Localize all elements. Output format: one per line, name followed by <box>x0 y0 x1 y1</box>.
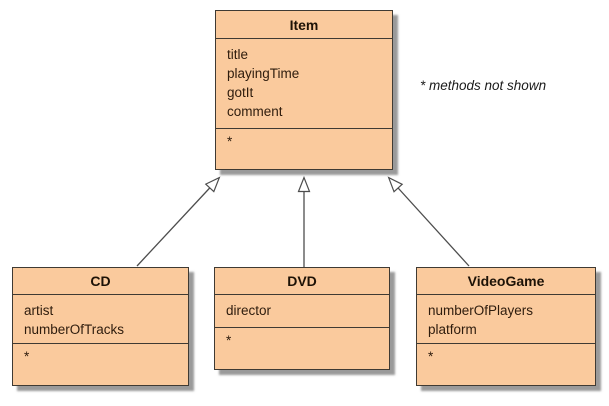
attribute: title <box>227 47 249 62</box>
class-name-item: Item <box>289 16 319 33</box>
attribute: playingTime <box>227 66 300 81</box>
attribute: platform <box>428 322 477 337</box>
attribute: director <box>226 303 272 318</box>
class-videogame-attributes: numberOfPlayers platform <box>417 294 595 343</box>
class-name-cd: CD <box>90 273 111 289</box>
class-box-dvd: DVD director * <box>214 267 390 370</box>
class-cd-methods: * <box>13 343 188 385</box>
methods-placeholder: * <box>227 134 233 149</box>
attribute: comment <box>227 104 283 119</box>
generalization-arrow-videogame-to-item <box>387 176 470 267</box>
attribute: numberOfPlayers <box>428 303 534 318</box>
attribute: artist <box>24 303 54 318</box>
methods-placeholder: * <box>428 349 434 364</box>
methods-placeholder: * <box>226 333 232 348</box>
class-name-videogame: VideoGame <box>467 273 545 289</box>
class-box-cd: CD artist numberOfTracks * <box>12 267 189 386</box>
class-dvd-attributes: director <box>215 294 389 327</box>
class-cd-attributes: artist numberOfTracks <box>13 294 188 343</box>
attribute: numberOfTracks <box>24 322 125 337</box>
methods-placeholder: * <box>24 349 30 364</box>
methods-note: * methods not shown <box>420 78 547 93</box>
attribute: gotIt <box>227 85 254 100</box>
class-item-attributes: title playingTime gotIt comment <box>216 38 392 128</box>
class-dvd-methods: * <box>215 327 389 369</box>
class-box-videogame: VideoGame numberOfPlayers platform * <box>416 267 596 386</box>
class-item-methods: * <box>216 128 392 169</box>
class-box-item: Item title playingTime gotIt comment * <box>215 10 393 170</box>
generalization-arrow-cd-to-item <box>136 176 221 267</box>
class-name-dvd: DVD <box>287 273 317 289</box>
class-videogame-methods: * <box>417 343 595 385</box>
